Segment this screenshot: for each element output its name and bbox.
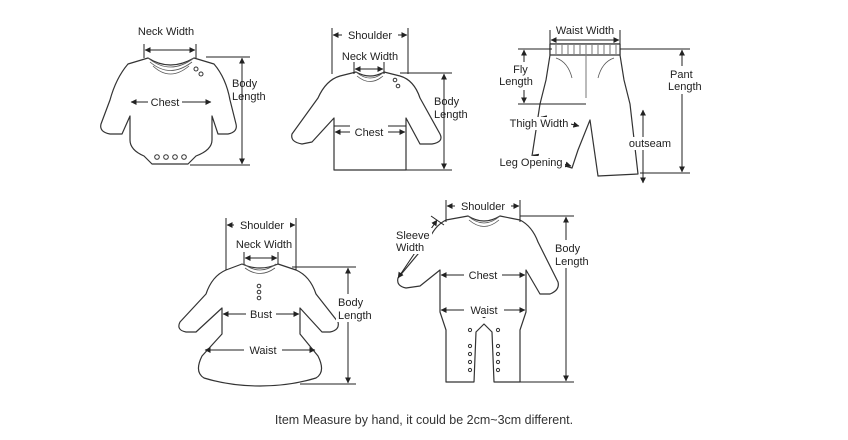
measurement-note: Item Measure by hand, it could be 2cm~3c… — [274, 413, 574, 427]
pants-thigh-width-label: Thigh Width — [510, 118, 569, 130]
bodysuit-figure: Neck Width Chest Body Length — [100, 26, 266, 166]
dress-shoulder-label: Shoulder — [240, 220, 284, 232]
dress-figure: Shoulder Neck Width Bust Waist Body Leng… — [178, 218, 374, 387]
romper-sleeve-width-label: Sleeve Width — [396, 230, 433, 254]
shirt-body-length-label: Body Length — [434, 96, 468, 121]
pants-outline — [531, 43, 639, 177]
pants-leg-opening-label: Leg Opening — [500, 157, 563, 169]
bodysuit-chest-label: Chest — [151, 97, 180, 109]
romper-body-length-label: Body Length — [555, 243, 589, 268]
pants-outseam-label: outseam — [629, 138, 671, 150]
pants-waist-width-label: Waist Width — [556, 25, 614, 37]
bodysuit-outline — [100, 57, 237, 165]
shirt-shoulder-label: Shoulder — [348, 30, 392, 42]
shirt-figure: Shoulder Neck Width Chest Body Length — [291, 28, 468, 171]
bodysuit-body-length-label: Body Length — [232, 78, 266, 103]
pants-pant-length-label: Pant Length — [668, 69, 702, 93]
romper-chest-label: Chest — [469, 270, 498, 282]
bodysuit-neck-width-label: Neck Width — [138, 26, 194, 38]
pants-figure: Waist Width Fly Length Pant Length Thigh… — [497, 25, 708, 184]
dress-body-length-label: Body Length — [338, 297, 372, 322]
dress-outline — [178, 263, 339, 387]
dress-neck-width-label: Neck Width — [236, 239, 292, 251]
dress-bust-label: Bust — [250, 309, 272, 321]
shirt-outline — [291, 71, 442, 171]
pants-fly-length-label: Fly Length — [499, 64, 533, 88]
shirt-chest-label: Chest — [355, 127, 384, 139]
romper-figure: Shoulder Sleeve Width Chest Waist Body L… — [392, 199, 593, 383]
romper-shoulder-label: Shoulder — [461, 201, 505, 213]
dress-waist-label: Waist — [249, 345, 276, 357]
romper-waist-label: Waist — [470, 305, 497, 317]
shirt-neck-width-label: Neck Width — [342, 51, 398, 63]
